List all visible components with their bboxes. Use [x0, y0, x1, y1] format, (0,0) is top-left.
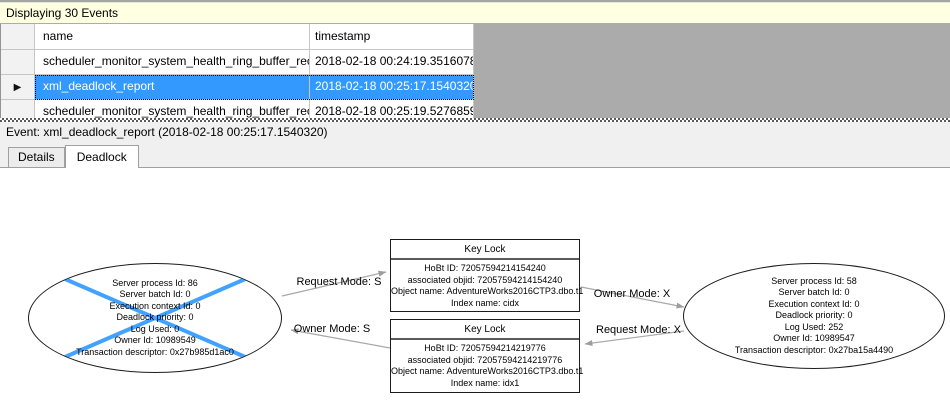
selected-event-label: Event: xml_deadlock_report (2018-02-18 0…	[0, 122, 950, 142]
row-selector-header-cell[interactable]	[1, 24, 35, 50]
process-attr: Owner Id: 10989549	[114, 335, 196, 346]
edge-label-request-mode-s: Request Mode: S	[296, 276, 382, 288]
cell-timestamp[interactable]: 2018-02-18 00:25:17.1540320	[310, 75, 474, 100]
events-count-header: Displaying 30 Events	[0, 2, 950, 24]
process-attr: Deadlock priority: 0	[116, 312, 194, 323]
resource-title: Key Lock	[391, 320, 579, 340]
resource-attr: Object name: AdventureWorks2016CTP3.dbo.…	[391, 366, 584, 376]
cell-name[interactable]: xml_deadlock_report	[35, 75, 310, 100]
process-attr: Server process Id: 58	[771, 275, 857, 286]
column-header-name[interactable]: name	[35, 24, 310, 50]
top-border-strip	[0, 0, 950, 2]
cell-timestamp[interactable]: 2018-02-18 00:24:19.3516078	[310, 50, 474, 75]
table-row-selected[interactable]: ▶ xml_deadlock_report 2018-02-18 00:25:1…	[1, 75, 950, 100]
current-row-indicator-icon: ▶	[13, 81, 22, 93]
edge-line-owner-x	[580, 286, 685, 309]
resource-attr: Index name: idx1	[450, 377, 520, 388]
row-selector-cell[interactable]	[1, 50, 35, 75]
process-node-victim[interactable]: Server process Id: 86 Server batch Id: 0…	[28, 263, 282, 373]
deadlock-graph-pane: Request Mode: S Owner Mode: S Owner Mode…	[0, 167, 950, 400]
edge-label-owner-mode-x: Owner Mode: X	[593, 288, 671, 300]
process-attr: Execution context Id: 0	[768, 298, 860, 309]
row-selector-cell[interactable]	[1, 100, 35, 118]
edge-line-owner-s	[290, 328, 391, 349]
resource-node-keylock-cidx[interactable]: Key Lock HoBt ID: 72057594214154240 asso…	[390, 239, 584, 312]
table-row[interactable]: scheduler_monitor_system_health_ring_buf…	[1, 100, 950, 118]
cell-name[interactable]: scheduler_monitor_system_health_ring_buf…	[35, 100, 310, 118]
edge-label-owner-mode-s: Owner Mode: S	[293, 323, 371, 335]
deadlock-edges	[281, 270, 685, 349]
tab-details[interactable]: Details	[8, 147, 65, 167]
grid-filler	[474, 75, 950, 100]
resource-attr: associated objid: 72057594214154240	[407, 274, 563, 285]
edge-line-request-s	[281, 270, 387, 297]
grid-filler	[474, 50, 950, 75]
process-attr: Log Used: 0	[130, 323, 180, 334]
row-selector-cell[interactable]: ▶	[1, 75, 35, 100]
process-attr: Log Used: 252	[784, 321, 844, 332]
process-attr: Owner Id: 10989547	[773, 333, 855, 344]
resource-title: Key Lock	[391, 240, 579, 260]
process-attr: Server batch Id: 0	[778, 287, 850, 298]
grid-splitter[interactable]	[0, 118, 950, 122]
tab-strip: Details Deadlock	[0, 142, 950, 168]
edge-label-request-mode-x: Request Mode: X	[596, 324, 681, 336]
resource-attr: Index name: cidx	[450, 297, 520, 308]
table-row[interactable]: scheduler_monitor_system_health_ring_buf…	[1, 50, 950, 75]
resource-attr: Object name: AdventureWorks2016CTP3.dbo.…	[391, 286, 584, 296]
grid-filler	[474, 100, 950, 118]
edge-line-request-x	[584, 330, 685, 346]
process-attr: Execution context Id: 0	[109, 300, 201, 311]
grid-filler	[474, 24, 950, 50]
grid-header-row: name timestamp	[1, 24, 950, 50]
tab-deadlock[interactable]: Deadlock	[64, 145, 139, 168]
process-attr: Transaction descriptor: 0x27b985d1ac0	[76, 346, 234, 357]
process-attr: Deadlock priority: 0	[775, 310, 853, 321]
resource-attr: associated objid: 72057594214219776	[407, 354, 563, 365]
cell-timestamp[interactable]: 2018-02-18 00:25:19.5276859	[310, 100, 474, 118]
process-attr: Transaction descriptor: 0x27ba15a4490	[734, 344, 894, 355]
process-attr: Server batch Id: 0	[119, 289, 191, 300]
process-node[interactable]: Server process Id: 58 Server batch Id: 0…	[683, 263, 945, 369]
resource-attr: HoBt ID: 72057594214154240	[424, 263, 546, 273]
column-header-timestamp[interactable]: timestamp	[310, 24, 474, 50]
resource-node-keylock-idx1[interactable]: Key Lock HoBt ID: 72057594214219776 asso…	[390, 319, 584, 393]
resource-attr: HoBt ID: 72057594214219776	[424, 343, 546, 353]
cell-name[interactable]: scheduler_monitor_system_health_ring_buf…	[35, 50, 310, 75]
events-grid: name timestamp scheduler_monitor_system_…	[0, 24, 950, 118]
process-attr: Server process Id: 86	[112, 277, 198, 288]
